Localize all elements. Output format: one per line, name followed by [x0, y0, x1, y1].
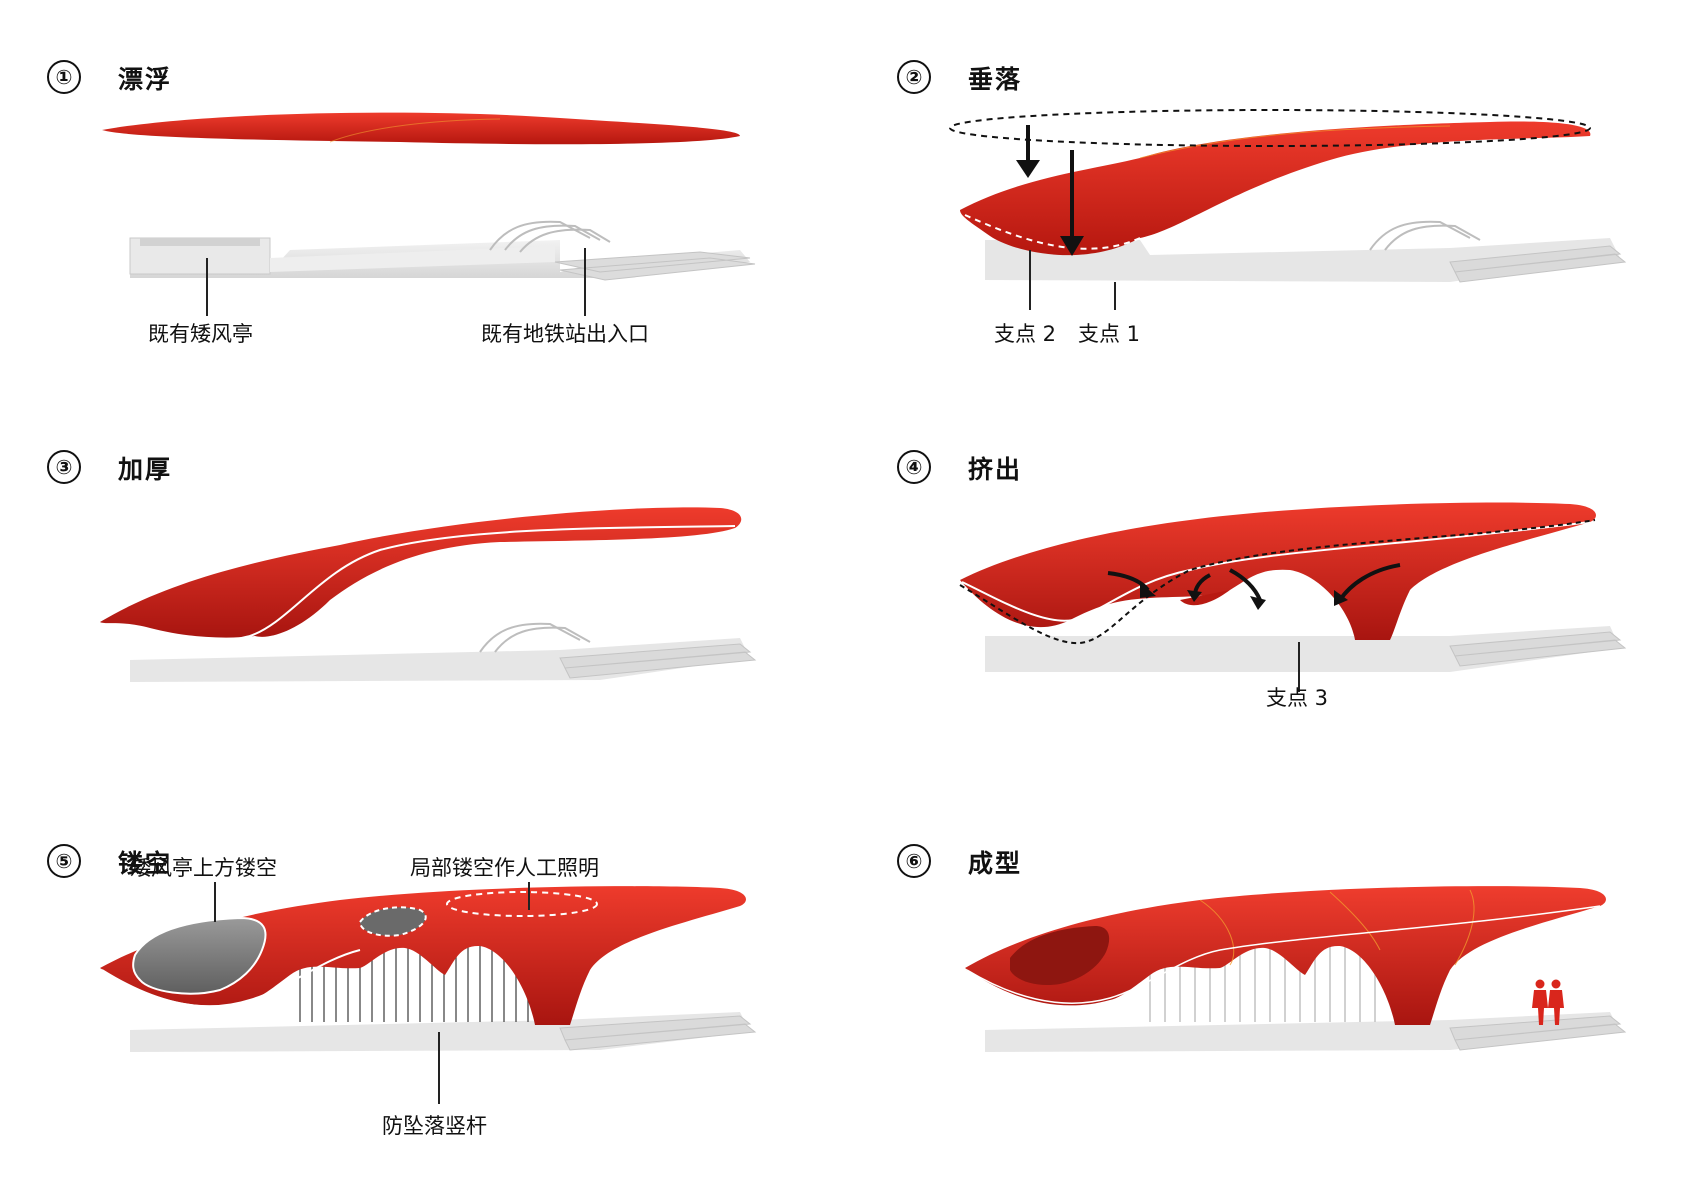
label-anti-fall-poles: 防坠落竖杆 — [382, 1114, 487, 1138]
step-title: 加厚 — [118, 455, 173, 484]
panel-step-2: ② 垂落 支点 2 支点 1 — [850, 0, 1700, 400]
step-title: 成型 — [968, 849, 1023, 878]
original-outline — [959, 519, 1596, 645]
label-local-hollow-lighting: 局部镂空作人工照明 — [410, 856, 599, 880]
lighting-void-outline — [446, 891, 598, 917]
arrow-heads — [1140, 582, 1348, 610]
step-title: 镂空 — [118, 849, 173, 878]
steps — [1449, 631, 1627, 667]
step-number: ① — [47, 60, 81, 94]
step-1-illustration — [102, 112, 756, 281]
final-kiosk-opening — [1010, 926, 1110, 986]
panel-step-3: ③ 加厚 — [0, 400, 850, 800]
step-title: 漂浮 — [118, 65, 173, 94]
label-support-2: 支点 2 — [994, 322, 1057, 346]
step-5-illustration — [100, 886, 757, 1052]
escalator-rails — [1369, 220, 1481, 251]
down-arrows — [1016, 125, 1084, 256]
step-3-illustration — [100, 507, 757, 682]
step-2-illustration — [949, 109, 1627, 283]
step-number: ⑥ — [897, 844, 931, 878]
escalator-rails — [479, 622, 591, 653]
label-hollow-above-kiosk: 矮风亭上方镂空 — [130, 856, 277, 880]
step-number: ④ — [897, 450, 931, 484]
step-number: ③ — [47, 450, 81, 484]
step-number: ⑤ — [47, 844, 81, 878]
step-number: ② — [897, 60, 931, 94]
drooping-roof — [960, 121, 1591, 256]
step-4-illustration — [959, 502, 1627, 672]
steps — [559, 643, 757, 679]
step-title: 垂落 — [968, 65, 1023, 94]
panel-step-1: ① 漂浮 既有矮风亭 既有地铁站出入口 — [0, 0, 850, 400]
steps — [1449, 245, 1627, 283]
kiosk-void — [132, 916, 267, 995]
label-support-1: 支点 1 — [1078, 322, 1141, 346]
label-support-3: 支点 3 — [1266, 686, 1329, 710]
panel-step-6: ⑥ 成型 — [850, 800, 1700, 1200]
lighting-void — [358, 906, 427, 937]
steps — [559, 1015, 757, 1051]
label-existing-kiosk: 既有矮风亭 — [148, 322, 253, 346]
panel-step-4: ④ 挤出 支点 3 — [850, 400, 1700, 800]
step-6-illustration — [965, 886, 1627, 1052]
thickened-roof — [100, 507, 742, 638]
final-roof — [965, 886, 1606, 1025]
label-existing-metro-entrance: 既有地铁站出入口 — [481, 322, 649, 346]
hollowed-roof — [100, 886, 746, 1025]
human-figures-icon — [1532, 979, 1564, 1025]
panel-step-5: ⑤ 镂空 — [0, 800, 850, 1200]
floating-roof-slab — [102, 112, 740, 145]
step-title: 挤出 — [968, 455, 1023, 484]
escalator-rails — [489, 220, 611, 253]
original-slab-outline — [949, 109, 1591, 147]
